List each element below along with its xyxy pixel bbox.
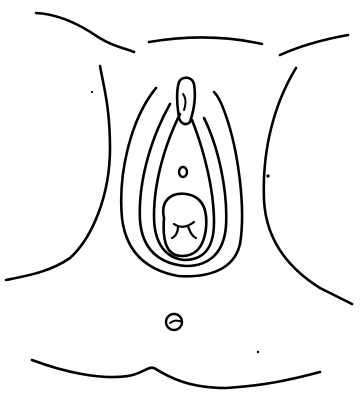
top-contour	[36, 13, 348, 55]
right-outer-contour	[264, 68, 352, 304]
left-outer-contour	[6, 66, 110, 280]
top-knob-detail	[183, 94, 185, 110]
inner-mark	[172, 222, 196, 238]
bottom-contour	[32, 360, 320, 388]
stray-dot	[91, 91, 93, 93]
stray-dot	[257, 351, 259, 353]
lower-rounded-shape	[163, 194, 206, 256]
stray-dot	[266, 174, 269, 177]
small-circle	[166, 314, 182, 330]
middle-fold	[140, 104, 226, 266]
small-inner-oval	[179, 167, 187, 177]
